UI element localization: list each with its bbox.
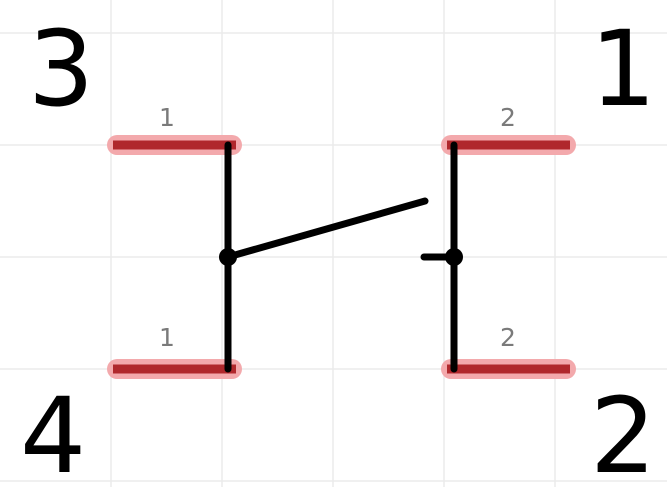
corner-label-top-right: 1 <box>590 8 656 130</box>
switch-lever <box>224 197 429 261</box>
pin-number-bottom-right: 2 <box>500 323 516 352</box>
corner-label-top-left: 3 <box>28 8 94 130</box>
corner-label-bottom-right: 2 <box>590 375 656 487</box>
corner-label-bottom-left: 4 <box>20 375 86 487</box>
pin-number-top-right: 2 <box>500 103 516 132</box>
junction-left <box>219 248 237 266</box>
junction-right <box>445 248 463 266</box>
wires <box>219 141 463 373</box>
pin-number-bottom-left: 1 <box>159 323 175 352</box>
pin-number-top-left: 1 <box>159 103 175 132</box>
